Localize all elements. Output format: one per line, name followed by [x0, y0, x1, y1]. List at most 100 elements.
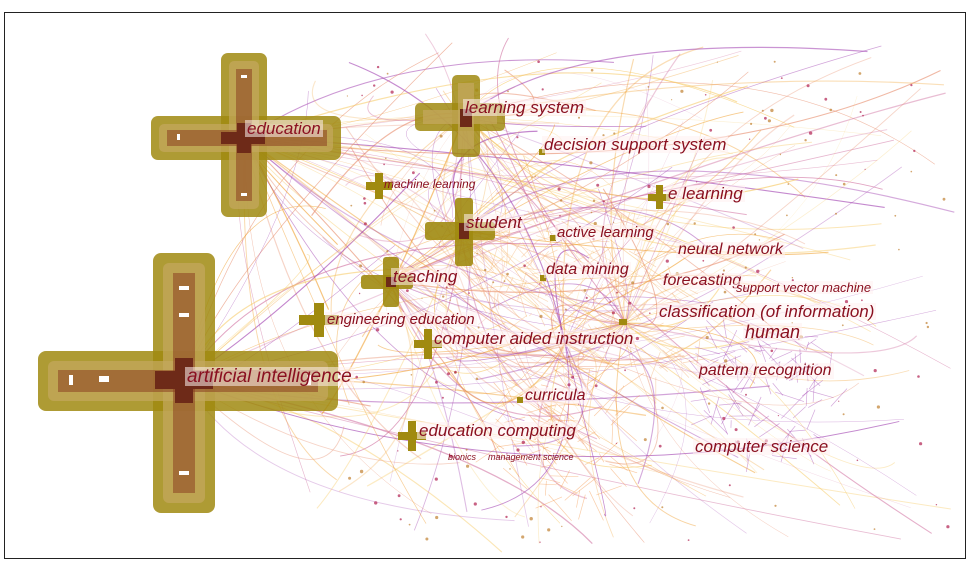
cluster-edge — [458, 263, 476, 287]
minor-node-dot — [539, 314, 543, 318]
cluster-edge — [637, 313, 652, 319]
cluster-edge — [553, 452, 570, 456]
minor-node-dot — [910, 84, 913, 87]
minor-node-dot — [541, 88, 544, 91]
network-edge — [524, 272, 626, 325]
minor-node-dot — [602, 134, 605, 137]
label-active-learning[interactable]: active learning — [555, 224, 656, 241]
minor-node-dot — [350, 204, 353, 207]
minor-node-dot — [590, 68, 594, 72]
minor-node-dot — [844, 300, 849, 304]
minor-node-dot — [507, 90, 509, 93]
label-machine-learning[interactable]: machine learning — [384, 177, 476, 191]
node-e-learning[interactable] — [648, 185, 670, 209]
cluster-edge — [550, 475, 579, 478]
cluster-edge — [561, 294, 590, 305]
label-data-mining[interactable]: data mining — [544, 261, 631, 278]
minor-node-dot — [358, 292, 361, 295]
network-edge — [462, 85, 748, 232]
minor-node-dot — [770, 349, 774, 353]
cluster-edge — [490, 248, 498, 269]
cluster-edge — [479, 255, 505, 281]
label-forecasting[interactable]: forecasting — [661, 272, 744, 289]
label-education-computing[interactable]: education computing — [417, 421, 578, 440]
node-layer — [38, 53, 670, 513]
minor-node-dot — [355, 375, 359, 379]
cluster-edge — [581, 289, 611, 313]
label-e-learning[interactable]: e learning — [666, 184, 745, 203]
cluster-edge — [642, 322, 664, 335]
cluster-edge — [593, 240, 610, 243]
cluster-edge — [529, 313, 533, 317]
node-data-mining[interactable] — [540, 275, 546, 281]
minor-node-dot — [780, 77, 783, 79]
cluster-edge — [542, 446, 549, 450]
cluster-edge — [610, 405, 631, 426]
network-edge — [462, 230, 829, 256]
cluster-edge — [493, 382, 515, 407]
cluster-edge — [584, 457, 600, 465]
cluster-edge — [538, 214, 560, 223]
cluster-edge — [528, 192, 555, 215]
minor-node-dot — [649, 312, 651, 315]
cluster-edge — [542, 456, 544, 466]
cluster-edge — [491, 289, 521, 299]
label-computer-science[interactable]: computer science — [693, 437, 831, 456]
label-curricula[interactable]: curricula — [523, 387, 588, 404]
node-machine-learning[interactable] — [366, 173, 392, 199]
label-classification[interactable]: classification (of information) — [657, 302, 877, 321]
network-edge — [389, 111, 744, 282]
label-teaching[interactable]: teaching — [391, 267, 460, 286]
cluster-edge — [610, 456, 628, 472]
label-artificial-intelligence[interactable]: artificial intelligence — [185, 366, 354, 387]
minor-node-dot — [397, 450, 399, 452]
cluster-edge — [549, 279, 571, 300]
cluster-edge — [597, 318, 621, 325]
label-human[interactable]: human — [743, 322, 803, 342]
minor-node-dot — [492, 281, 495, 284]
minor-node-dot — [758, 239, 761, 241]
minor-node-dot — [616, 291, 618, 294]
network-edge — [389, 164, 524, 282]
cluster-edge — [614, 395, 619, 416]
label-support-vector-machine[interactable]: support vector machine — [734, 280, 874, 295]
cluster-edge — [589, 490, 604, 521]
minor-node-dot — [611, 311, 616, 315]
cluster-edge — [617, 359, 639, 370]
cluster-edge — [473, 292, 488, 314]
minor-node-dot — [475, 377, 479, 381]
node-computer-aided-instruction[interactable] — [414, 329, 442, 359]
cluster-edge — [608, 312, 614, 334]
cluster-edge — [609, 463, 638, 474]
cluster-edge — [670, 352, 701, 381]
minor-node-dot — [547, 528, 551, 532]
label-management-science[interactable]: management science — [488, 452, 574, 462]
minor-node-dot — [665, 259, 669, 263]
network-edge — [184, 274, 757, 381]
minor-node-dot — [539, 283, 541, 285]
cluster-edge — [754, 350, 765, 352]
label-bionics[interactable]: bionics — [448, 452, 477, 462]
minor-node-dot — [841, 324, 844, 327]
label-learning-system[interactable]: learning system — [463, 98, 587, 117]
label-computer-aided-instruction[interactable]: computer aided instruction — [432, 329, 636, 348]
cluster-edge — [662, 349, 690, 378]
label-decision-support-system[interactable]: decision support system — [542, 135, 729, 154]
network-edge — [389, 71, 749, 282]
node-curricula[interactable] — [517, 397, 523, 403]
label-neural-network[interactable]: neural network — [676, 241, 785, 258]
cluster-edge — [789, 429, 806, 432]
minor-node-dot — [564, 308, 567, 311]
label-engineering-education[interactable]: engineering education — [325, 311, 477, 328]
node-active-learning[interactable] — [550, 235, 556, 241]
minor-node-dot — [913, 149, 916, 153]
label-student[interactable]: student — [464, 213, 524, 232]
label-education[interactable]: education — [245, 119, 323, 138]
network-edge — [562, 342, 690, 487]
node-education-computing[interactable] — [398, 421, 426, 451]
minor-node-dot — [910, 170, 913, 173]
node-classification[interactable] — [619, 319, 627, 325]
cluster-edge — [715, 404, 728, 435]
node-engineering-education[interactable] — [299, 303, 339, 337]
label-pattern-recognition[interactable]: pattern recognition — [697, 362, 834, 379]
